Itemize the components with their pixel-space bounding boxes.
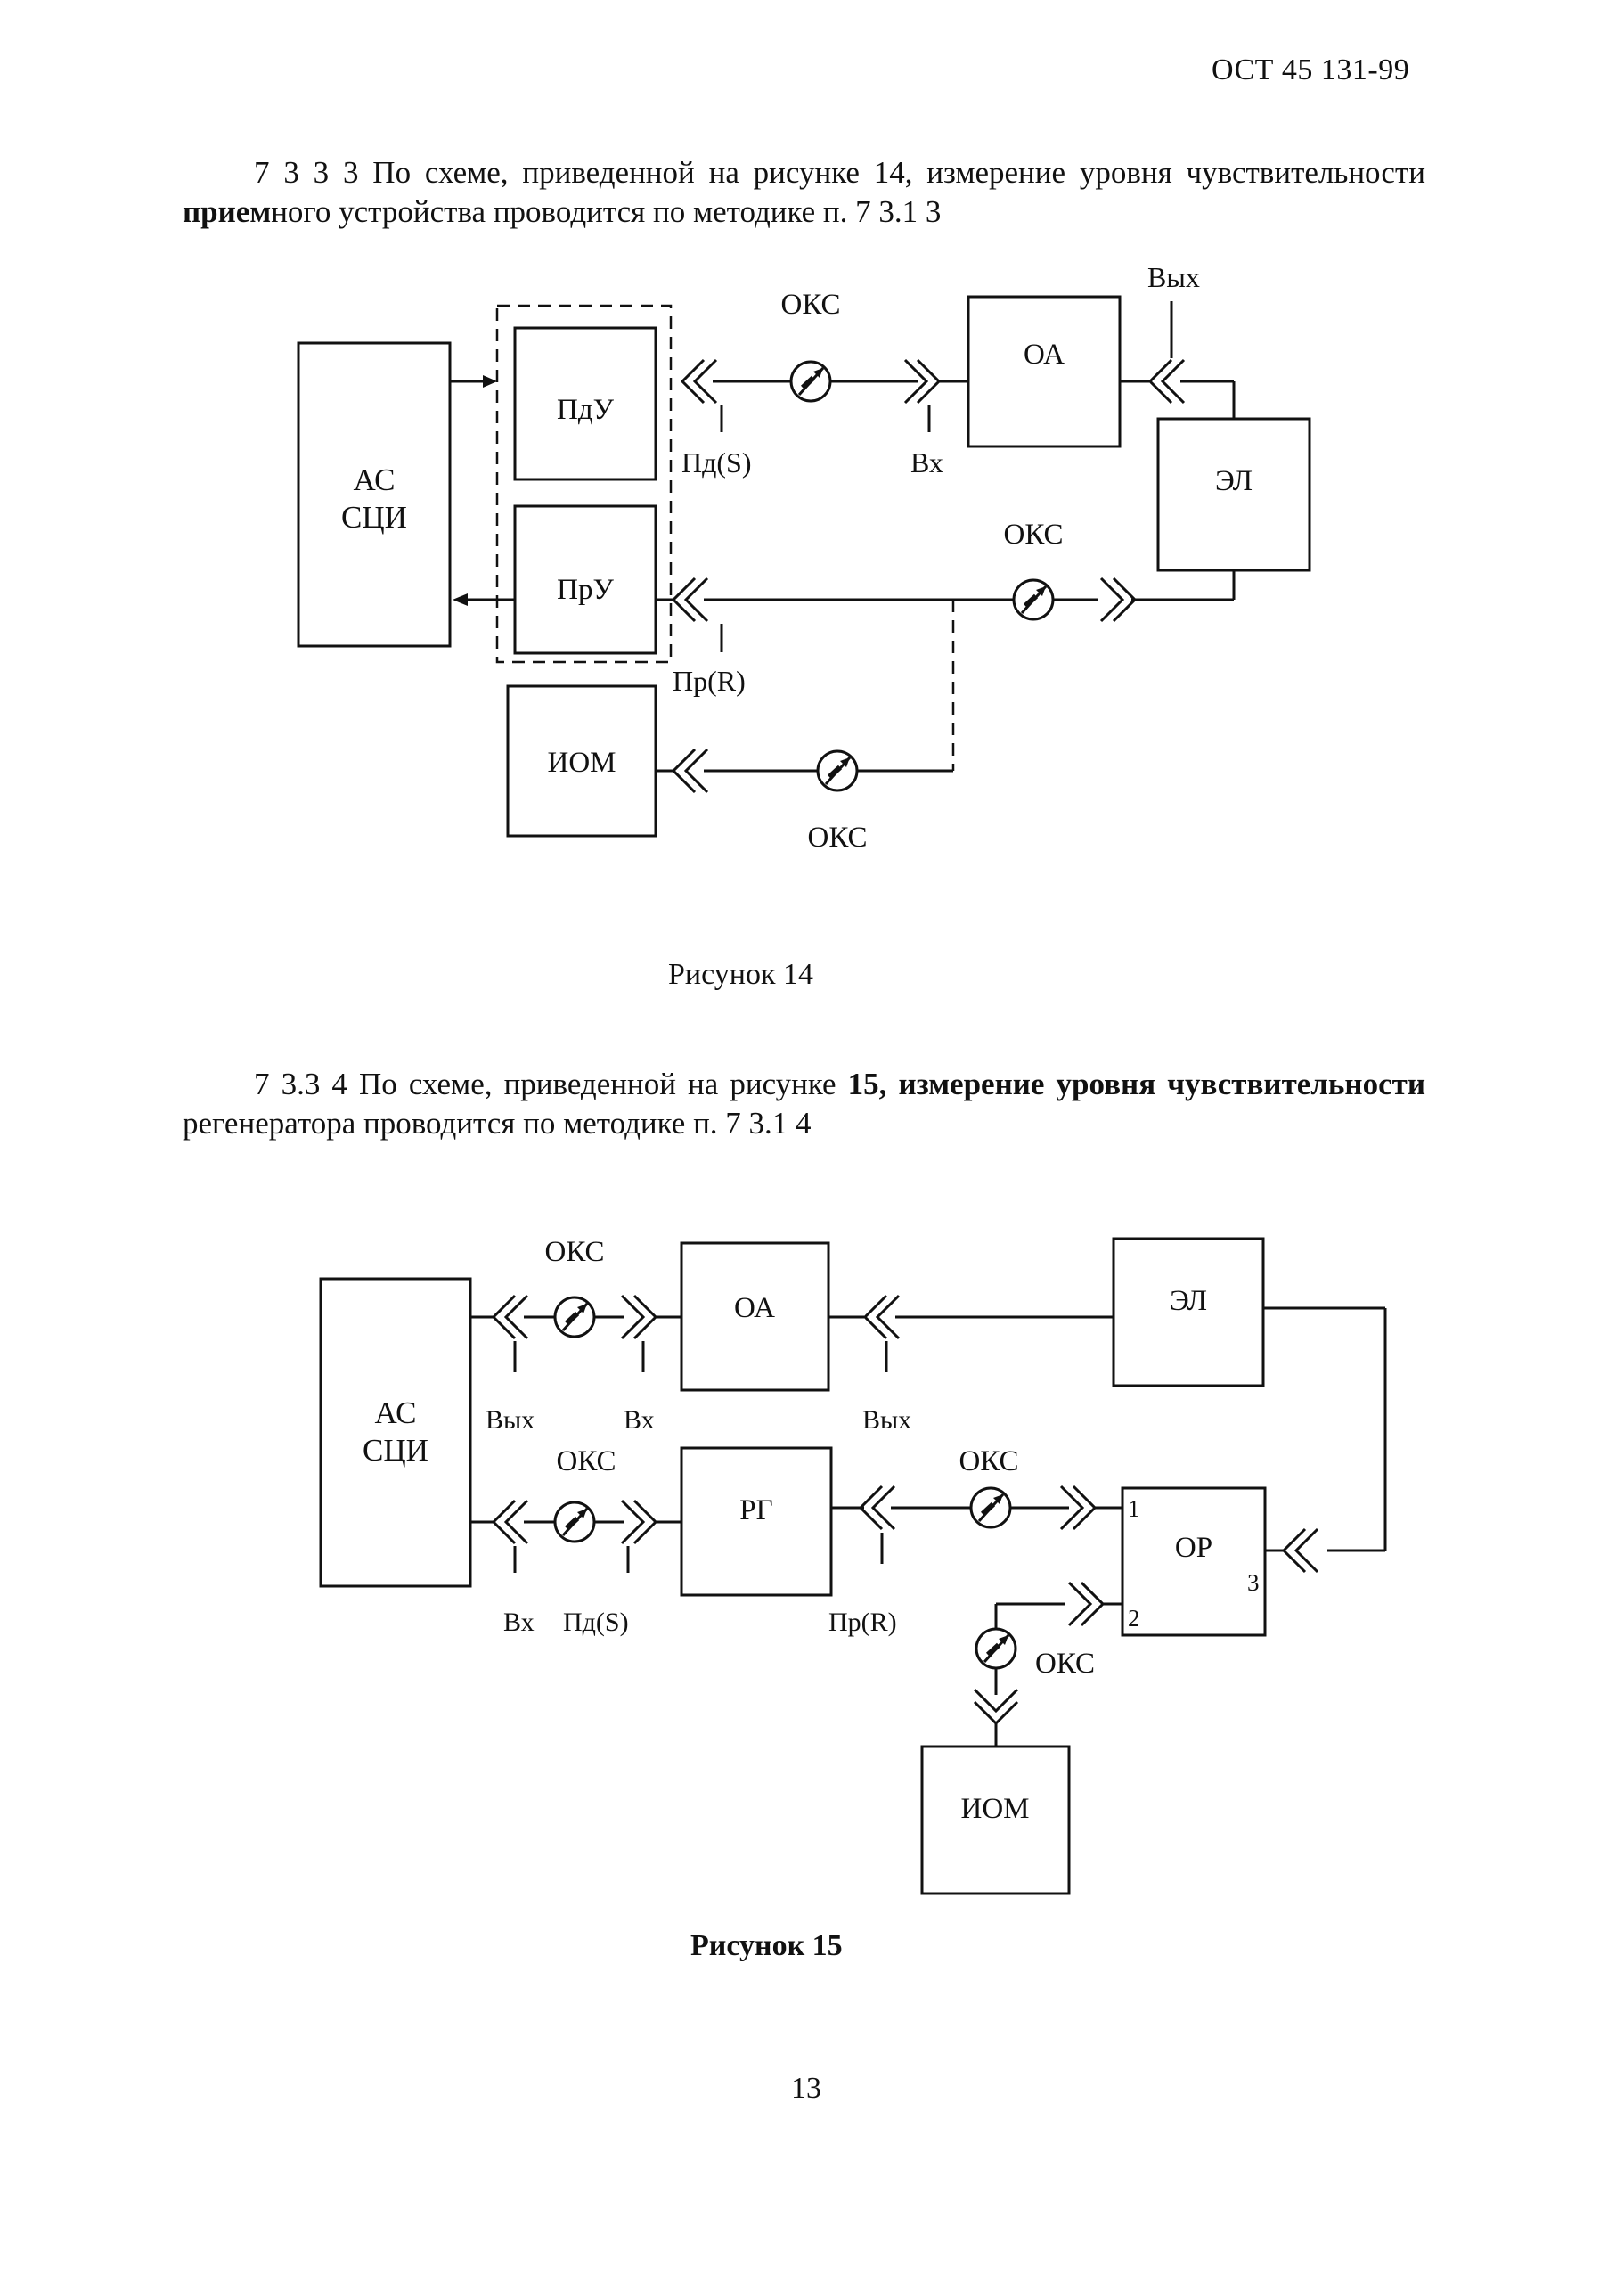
fig15-sci-label: СЦИ <box>363 1433 428 1468</box>
fig15-connector-pd-s <box>620 1499 657 1545</box>
fig14-attenuator-top <box>791 362 830 401</box>
fig14-oks-mid-label: ОКС <box>1003 519 1063 551</box>
fig15-vyh-left-label: Вых <box>486 1405 535 1435</box>
fig14-vyh-label: Вых <box>1147 261 1200 293</box>
fig14-oa-block <box>967 295 1122 448</box>
fig14-pdu-block <box>513 326 657 481</box>
paragraph-7333-line2: приемного устройства проводится по метод… <box>183 192 1425 232</box>
fig15-oks-rg-or-label: ОКС <box>959 1445 1018 1477</box>
fig14-attenuator-bottom <box>818 751 857 790</box>
fig15-connector-vh-top <box>620 1294 657 1340</box>
document-code-header: ОСТ 45 131-99 <box>1212 53 1410 86</box>
fig15-attenuator-top <box>555 1297 594 1337</box>
fig14-sci-label: СЦИ <box>341 500 407 535</box>
paragraph-7333: 7 3 3 3 По схеме, приведенной на рисунке… <box>183 153 1425 232</box>
fig14-connector-pr-r <box>672 577 709 623</box>
fig15-port1-label: 1 <box>1128 1495 1140 1522</box>
fig14-iom-block <box>506 684 657 838</box>
fig15-oks-left-bottom-label: ОКС <box>556 1445 616 1477</box>
fig15-oks-iom-label: ОКС <box>1035 1648 1095 1680</box>
page-number: 13 <box>791 2072 821 2105</box>
fig15-attenuator-iom <box>976 1629 1016 1668</box>
figure-14-caption: Рисунок 14 <box>668 958 813 991</box>
paragraph-7334-line1: 7 3.3 4 По схеме, приведенной на рисунке… <box>183 1065 1425 1104</box>
fig15-or-block <box>1121 1486 1267 1637</box>
fig15-attenuator-rg-or <box>971 1488 1010 1527</box>
fig14-connector-mid-right <box>1099 577 1137 623</box>
figure-14-diagram: АС СЦИ ПдУ ПрУ ОКС Пд(S) Вх ОА Вых ЭЛ ОК… <box>297 261 1311 854</box>
fig15-as-sci-block <box>319 1277 472 1588</box>
fig14-pdu-label: ПдУ <box>557 394 615 426</box>
paragraph-7334: 7 3.3 4 По схеме, приведенной на рисунке… <box>183 1065 1425 1143</box>
fig15-or-label: ОР <box>1175 1532 1212 1564</box>
fig14-oks-bottom-label: ОКС <box>807 822 867 854</box>
fig15-vh-top-label: Вх <box>624 1405 655 1435</box>
fig14-pd-s-label: Пд(S) <box>681 446 752 479</box>
fig14-connector-vyh <box>1148 358 1186 405</box>
fig14-pru-label: ПрУ <box>557 574 614 606</box>
fig14-as-sci-block <box>297 341 452 648</box>
fig15-iom-block <box>920 1745 1071 1895</box>
fig14-arrow-to-as <box>453 593 468 606</box>
fig15-rg-block <box>680 1446 833 1597</box>
fig15-connector-vh-bottom <box>492 1499 529 1545</box>
fig14-el-label: ЭЛ <box>1215 465 1253 497</box>
fig15-port3-label: 3 <box>1247 1569 1260 1596</box>
fig15-iom-label: ИОМ <box>960 1793 1029 1825</box>
fig15-pr-r-label: Пр(R) <box>828 1608 897 1637</box>
fig14-oks-top-label: ОКС <box>780 289 840 321</box>
figure-15-diagram: АС СЦИ ОКС Вых Вх ОА Вых ЭЛ ОКС Вх Пд(S)… <box>319 1236 1387 1895</box>
fig14-vh-label: Вх <box>910 446 943 479</box>
fig15-connector-pr-r <box>859 1485 896 1531</box>
fig15-connector-or-port2 <box>1067 1581 1105 1627</box>
paragraph-7334-line1-plain: 7 3.3 4 По схеме, приведенной на рисунке <box>254 1067 848 1101</box>
fig14-connector-iom <box>672 748 709 794</box>
fig15-connector-or-port3 <box>1282 1527 1319 1574</box>
fig15-as-label: АС <box>375 1395 417 1430</box>
paragraph-7334-line1-bold: 15, измерение уровня чувствительности <box>847 1067 1425 1101</box>
fig15-connector-vyh-oa <box>863 1294 901 1340</box>
fig15-el-block <box>1112 1237 1265 1387</box>
fig14-pru-block <box>513 504 657 655</box>
fig15-vyh-oa-label: Вых <box>862 1405 911 1435</box>
fig15-attenuator-left-bottom <box>555 1502 594 1542</box>
fig15-vh-bottom-label: Вх <box>503 1608 535 1637</box>
fig14-transceiver-group-outline <box>495 304 673 664</box>
fig14-connector-pd-s <box>681 358 718 405</box>
figure-15-caption: Рисунок 15 <box>690 1929 843 1962</box>
fig15-connector-vyh-left <box>492 1294 529 1340</box>
fig14-pr-r-label: Пр(R) <box>673 665 746 697</box>
paragraph-7333-line1: 7 3 3 3 По схеме, приведенной на рисунке… <box>254 155 1425 190</box>
fig15-rg-label: РГ <box>739 1494 772 1526</box>
fig14-as-label: АС <box>354 462 396 497</box>
paragraph-7333-line2-rest: ного устройства проводится по методике п… <box>271 194 942 229</box>
paragraph-7334-line2: регенератора проводится по методике п. 7… <box>183 1106 812 1141</box>
fig14-iom-label: ИОМ <box>547 747 616 779</box>
fig14-attenuator-mid <box>1014 580 1053 619</box>
fig14-oa-label: ОА <box>1024 339 1065 371</box>
fig15-el-label: ЭЛ <box>1170 1285 1207 1317</box>
fig15-oks-top-label: ОКС <box>544 1236 604 1268</box>
fig14-arrow-to-pdu <box>483 375 497 388</box>
fig15-pd-s-label: Пд(S) <box>563 1608 629 1637</box>
paragraph-7333-bold-fragment: прием <box>183 194 272 229</box>
fig15-oa-label: ОА <box>734 1292 775 1324</box>
fig15-port2-label: 2 <box>1128 1605 1140 1632</box>
